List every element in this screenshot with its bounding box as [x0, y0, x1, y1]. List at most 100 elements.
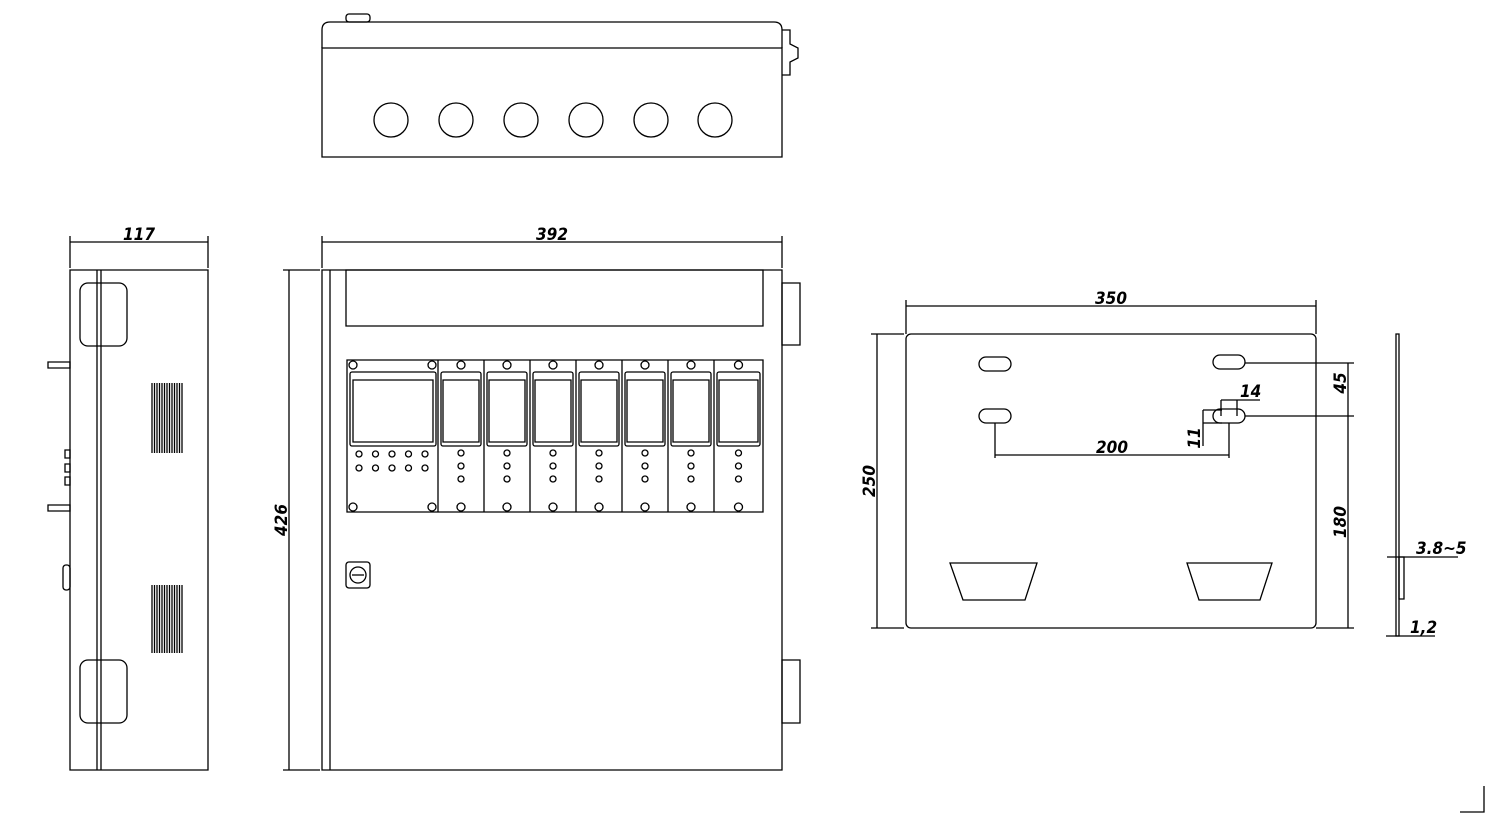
hinge: [782, 660, 800, 723]
vent-slots: [152, 383, 182, 653]
screw: [457, 361, 465, 369]
screw: [641, 361, 649, 369]
lock-icon: [350, 567, 366, 583]
top-view: [322, 14, 798, 157]
indicator-led: [504, 476, 510, 482]
indicator-led: [422, 465, 428, 471]
indicator-led: [596, 476, 602, 482]
indicator-led: [688, 476, 694, 482]
indicator-led: [458, 476, 464, 482]
dim-slot-height: 11: [1185, 427, 1205, 448]
channel-display-bezel: [441, 372, 481, 446]
side-view: 117: [48, 225, 208, 770]
channel-display: [627, 380, 663, 442]
screw: [503, 503, 511, 511]
cable-gland: [504, 103, 538, 137]
indicator-led: [373, 465, 379, 471]
dim-front-width: 392: [536, 225, 568, 245]
indicator-led: [356, 465, 362, 471]
indicator-led: [504, 450, 510, 456]
channel-display: [489, 380, 525, 442]
mounting-plate: 350 250 200 14 11 45 180: [860, 289, 1354, 628]
indicator-led: [596, 463, 602, 469]
mount-slot: [1213, 409, 1245, 423]
channel-display: [673, 380, 709, 442]
screw: [687, 361, 695, 369]
front-view: 392 426: [272, 225, 800, 770]
channel-display-bezel: [717, 372, 760, 446]
indicator-led: [356, 451, 362, 457]
indicator-led: [504, 463, 510, 469]
dim-slot-length: 14: [1240, 382, 1261, 402]
main-display: [353, 380, 433, 442]
module-rack: [347, 360, 763, 512]
top-window: [346, 270, 763, 326]
channel-display: [443, 380, 479, 442]
indicator-led: [373, 451, 379, 457]
screw: [503, 361, 511, 369]
mount-slot: [1213, 355, 1245, 369]
indicator-led: [550, 450, 556, 456]
dim-plate-height: 250: [860, 465, 880, 497]
channel-display-bezel: [579, 372, 619, 446]
cable-gland: [439, 103, 473, 137]
screw: [428, 361, 436, 369]
screw: [595, 503, 603, 511]
indicator-led: [642, 463, 648, 469]
screw: [349, 361, 357, 369]
channel-display-bezel: [625, 372, 665, 446]
indicator-led: [406, 451, 412, 457]
cable-glands: [374, 103, 732, 137]
indicator-led: [642, 476, 648, 482]
plate-side-view: 3.8~5 1,2: [1386, 334, 1467, 638]
dim-hook-depth: 3.8~5: [1416, 539, 1467, 559]
cutout: [950, 563, 1037, 600]
indicator-led: [422, 451, 428, 457]
cable-gland: [569, 103, 603, 137]
main-display-bezel: [350, 372, 436, 446]
channel-display: [581, 380, 617, 442]
indicator-led: [389, 451, 395, 457]
cable-gland: [698, 103, 732, 137]
screw: [687, 503, 695, 511]
indicator-led: [389, 465, 395, 471]
dim-hole-spacing: 200: [1096, 438, 1128, 458]
screw: [457, 503, 465, 511]
indicator-led: [406, 465, 412, 471]
channel-display: [535, 380, 571, 442]
dim-lower-height: 180: [1331, 506, 1351, 538]
channel-display-bezel: [487, 372, 527, 446]
channel-display-bezel: [671, 372, 711, 446]
indicator-led: [458, 450, 464, 456]
screw: [349, 503, 357, 511]
screw: [549, 361, 557, 369]
indicator-led: [736, 476, 742, 482]
indicator-led: [736, 463, 742, 469]
cutout: [1187, 563, 1272, 600]
channel-display: [719, 380, 758, 442]
indicator-led: [642, 450, 648, 456]
channel-display-bezel: [533, 372, 573, 446]
indicator-led: [596, 450, 602, 456]
dim-front-height: 426: [272, 504, 292, 537]
indicator-led: [550, 463, 556, 469]
mount-slot: [979, 357, 1011, 371]
screw: [549, 503, 557, 511]
hinge: [80, 660, 127, 723]
screw: [735, 503, 743, 511]
corner-mark: [1460, 786, 1484, 812]
hinge: [782, 283, 800, 345]
dim-hole-vertical: 45: [1331, 372, 1351, 394]
screw: [428, 503, 436, 511]
hinge: [80, 283, 127, 346]
indicator-led: [688, 463, 694, 469]
screw: [595, 361, 603, 369]
dim-side-depth: 117: [123, 225, 155, 245]
indicator-led: [550, 476, 556, 482]
cable-gland: [634, 103, 668, 137]
indicator-led: [458, 463, 464, 469]
mount-slot: [979, 409, 1011, 423]
indicator-led: [688, 450, 694, 456]
dim-plate-thickness: 1,2: [1410, 618, 1437, 638]
